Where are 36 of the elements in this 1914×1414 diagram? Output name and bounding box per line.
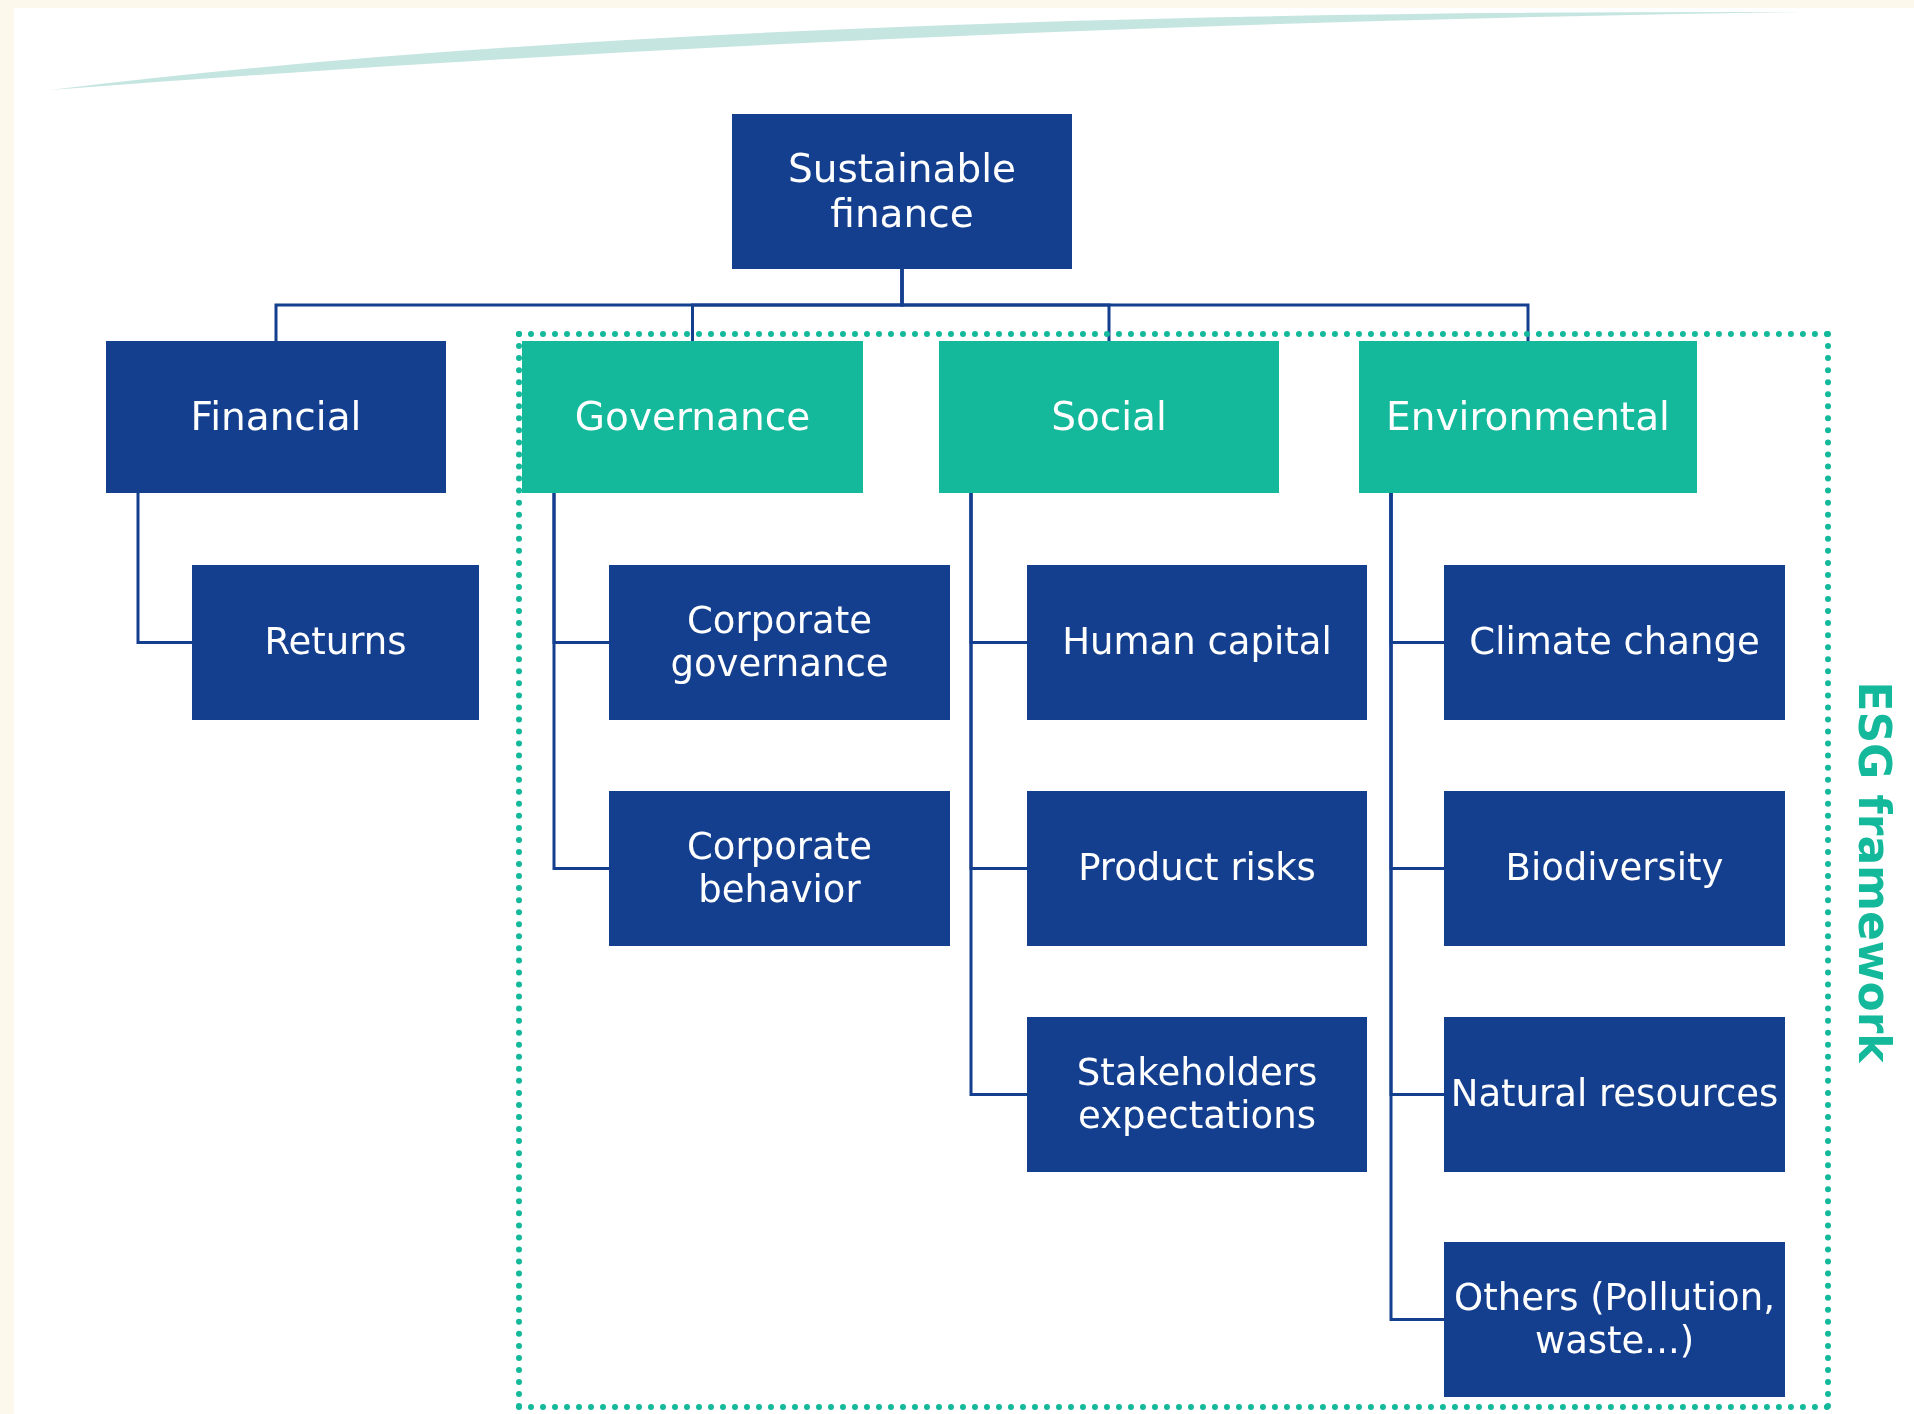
- box-label: Stakeholders expectations: [1075, 1051, 1319, 1138]
- box-label: Financial: [189, 394, 363, 440]
- topic-box: [1027, 565, 1367, 720]
- connector-line: [900, 269, 1530, 341]
- box-label: Human capital: [1061, 621, 1333, 664]
- box-label: Biodiversity: [1504, 847, 1725, 890]
- box-label: Governance: [573, 394, 812, 440]
- topic-box: [1027, 1017, 1367, 1172]
- box-label: Climate change: [1468, 621, 1761, 664]
- box-label: Corporate governance: [669, 599, 890, 686]
- box-label: Corporate behavior: [686, 825, 873, 912]
- box-label: Natural resources: [1449, 1073, 1780, 1116]
- category-box: [1359, 341, 1697, 493]
- connector-line: [969, 493, 1027, 1096]
- box-label: Product risks: [1077, 847, 1317, 890]
- box-label: Social: [1050, 394, 1168, 440]
- frame-label: ESG framework: [1848, 680, 1900, 1065]
- topic-box: [609, 791, 950, 946]
- category-box: [939, 341, 1279, 493]
- box-label: Others (Pollution, waste...): [1453, 1276, 1776, 1363]
- connector-line: [1389, 493, 1444, 1321]
- box-label: Environmental: [1385, 394, 1671, 440]
- topic-box: [192, 565, 479, 720]
- root-box: [732, 114, 1072, 269]
- box-label: Returns: [263, 621, 408, 664]
- box-label: Sustainable finance: [787, 146, 1017, 237]
- topic-box: [1444, 1242, 1785, 1397]
- category-box: [106, 341, 446, 493]
- topic-box: [1444, 791, 1785, 946]
- connector-line: [136, 493, 192, 644]
- topic-box: [1444, 565, 1785, 720]
- topic-box: [1444, 1017, 1785, 1172]
- topic-box: [609, 565, 950, 720]
- connector-line: [552, 493, 609, 870]
- topic-box: [1027, 791, 1367, 946]
- category-box: [522, 341, 863, 493]
